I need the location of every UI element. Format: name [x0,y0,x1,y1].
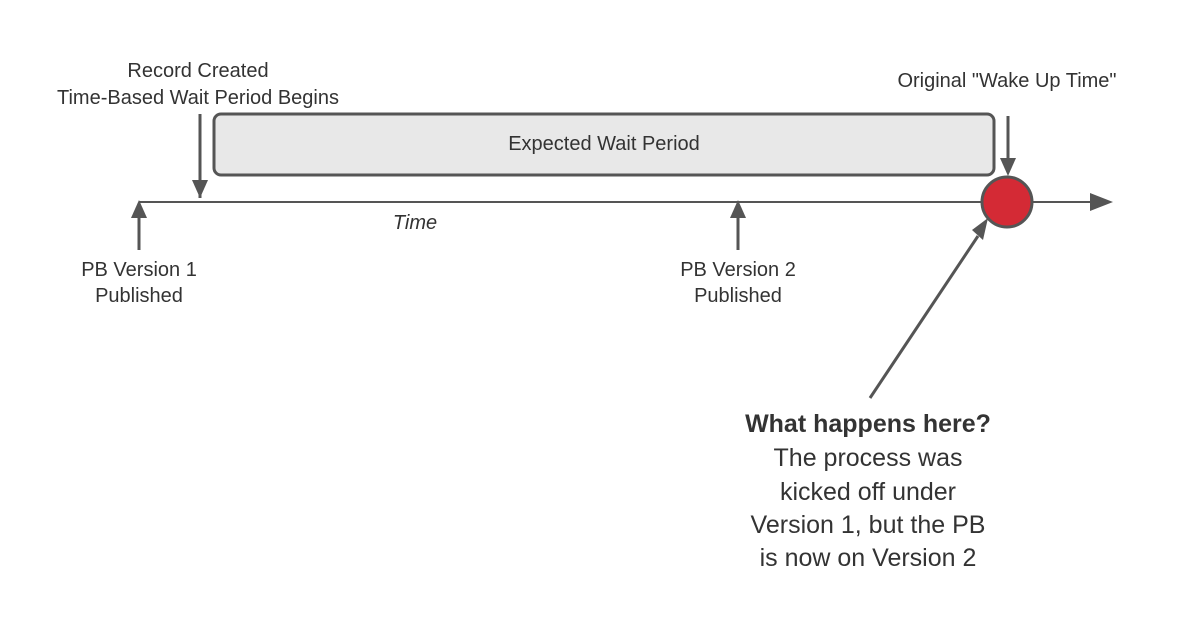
question-line-2: kicked off under [780,478,956,506]
expected-wait-period-label: Expected Wait Period [508,133,700,155]
wake-up-event-circle [980,175,1034,229]
question-pointer-arrow [868,235,980,399]
question-line-4: is now on Version 2 [760,544,977,572]
record-created-arrowhead [192,180,208,198]
pb-version-2-published-label: Published [694,285,782,307]
pb-version-1-arrowhead [131,200,147,218]
question-line-1: The process was [774,444,963,472]
question-line-3: Version 1, but the PB [751,511,986,539]
wait-period-begins-label: Time-Based Wait Period Begins [57,87,339,109]
record-created-label: Record Created [127,60,268,82]
pb-version-1-label: PB Version 1 [81,259,197,281]
time-axis-label: Time [393,212,437,234]
pb-version-2-label: PB Version 2 [680,259,796,281]
timeline-arrowhead [1090,193,1113,211]
pb-version-2-arrowhead [730,200,746,218]
pb-version-1-published-label: Published [95,285,183,307]
expected-wait-period-box [212,112,996,177]
question-pointer-arrowhead [972,218,988,240]
question-title: What happens here? [745,410,991,438]
wake-up-time-label: Original "Wake Up Time" [897,70,1116,92]
wake-up-arrowhead [1000,158,1016,176]
